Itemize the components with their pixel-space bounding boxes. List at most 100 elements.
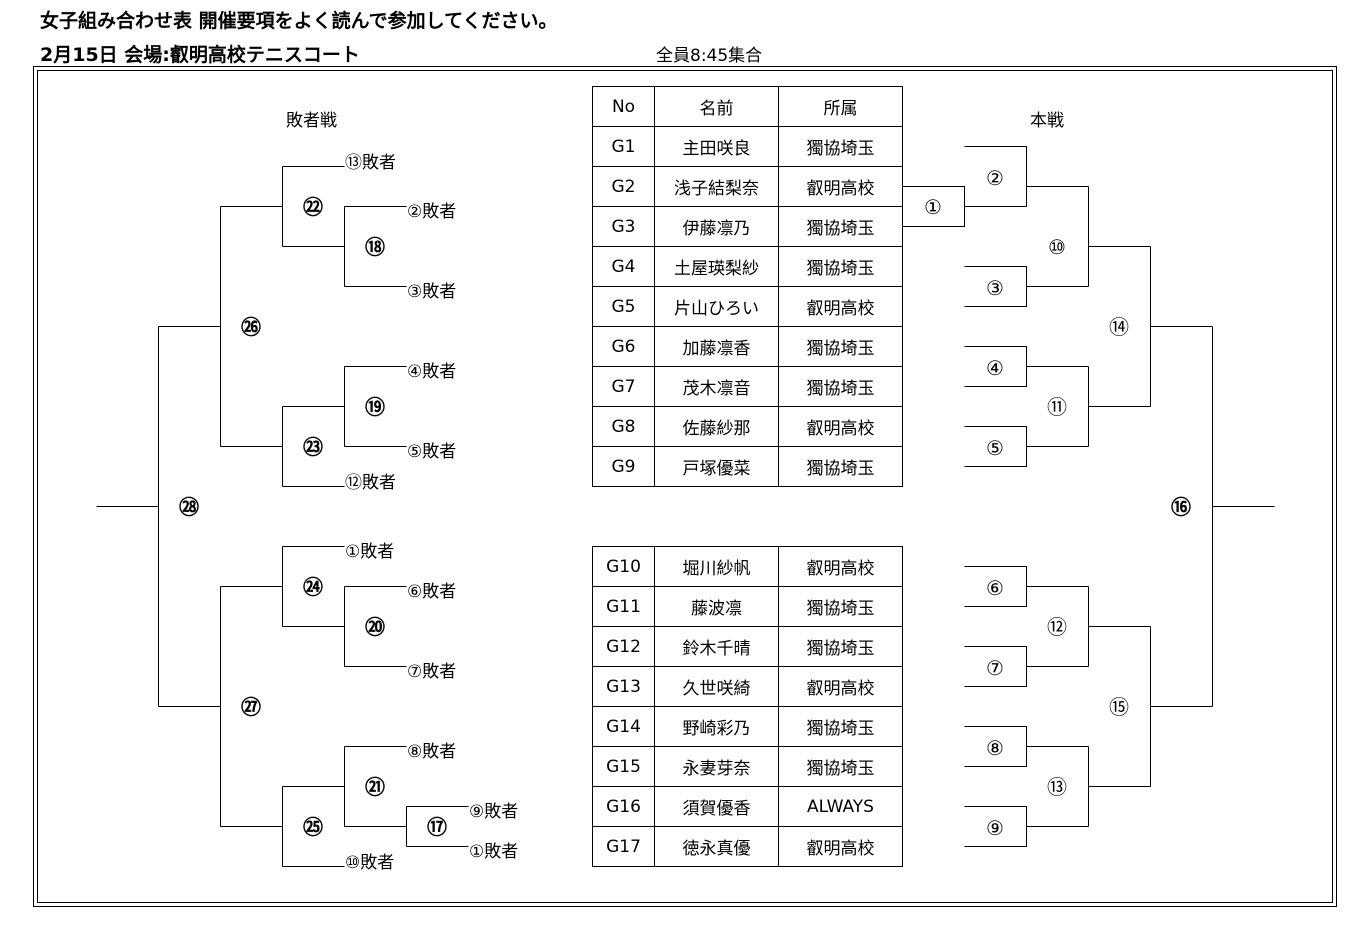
header-no: No	[592, 86, 655, 127]
match-number: ⑳	[365, 615, 385, 639]
cell-no: G15	[592, 746, 655, 787]
cell-name: 伊藤凛乃	[654, 206, 779, 247]
cell-no: G4	[592, 246, 655, 287]
cell-name: 永妻芽奈	[654, 746, 779, 787]
cell-team: ALWAYS	[778, 786, 903, 827]
match-number: ㉖	[241, 315, 261, 339]
cell-no: G8	[592, 406, 655, 447]
cell-name: 徳永真優	[654, 826, 779, 867]
match-number: ⑭	[1109, 315, 1129, 339]
cell-team: 獨協埼玉	[778, 446, 903, 487]
match-number: ⑪	[1047, 395, 1067, 419]
loser-label: ①敗者	[345, 542, 395, 562]
match-number: ⑫	[1047, 615, 1067, 639]
cell-team: 叡明高校	[778, 286, 903, 327]
match-number: ㉕	[303, 815, 323, 839]
match-number: ⑯	[1171, 495, 1191, 519]
match-number: ⑥	[986, 576, 1004, 600]
match-number: ㉑	[365, 775, 385, 799]
cell-no: G2	[592, 166, 655, 207]
table-header-row: No 名前 所属	[592, 86, 903, 127]
cell-name: 戸塚優菜	[654, 446, 779, 487]
cell-no: G3	[592, 206, 655, 247]
match-number: ㉓	[303, 435, 323, 459]
cell-name: 鈴木千晴	[654, 626, 779, 667]
match-number: ⑰	[427, 815, 447, 839]
loser-label: ⑨敗者	[469, 802, 519, 822]
cell-name: 片山ひろい	[654, 286, 779, 327]
cell-team: 獨協埼玉	[778, 246, 903, 287]
match-number: ㉔	[303, 575, 323, 599]
cell-team: 叡明高校	[778, 666, 903, 707]
header-team: 所属	[778, 86, 903, 127]
cell-team: 叡明高校	[778, 826, 903, 867]
main-draw-label: 本戦	[1030, 111, 1064, 131]
cell-name: 野崎彩乃	[654, 706, 779, 747]
loser-label: ⑤敗者	[407, 442, 457, 462]
loser-label: ⑧敗者	[407, 742, 457, 762]
match-number: ⑤	[986, 436, 1004, 460]
cell-name: 佐藤紗那	[654, 406, 779, 447]
cell-team: 獨協埼玉	[778, 746, 903, 787]
cell-name: 主田咲良	[654, 126, 779, 167]
loser-label: ⑬敗者	[345, 153, 396, 173]
cell-name: 堀川紗帆	[654, 546, 779, 587]
match-number: ⑮	[1109, 695, 1129, 719]
match-number: ⑧	[986, 736, 1004, 760]
match-number: ⑨	[986, 816, 1004, 840]
cell-name: 浅子結梨奈	[654, 166, 779, 207]
cell-name: 茂木凛音	[654, 366, 779, 407]
date-venue: 2月15日 会場:叡明高校テニスコート	[40, 44, 360, 66]
cell-team: 獨協埼玉	[778, 626, 903, 667]
loser-label: ①敗者	[469, 842, 519, 862]
match-number: ㉘	[179, 495, 199, 519]
loser-label: ⑩敗者	[345, 853, 395, 873]
loser-label: ②敗者	[407, 202, 457, 222]
cell-no: G6	[592, 326, 655, 367]
cell-no: G10	[592, 546, 655, 587]
match-number: ⑦	[986, 656, 1004, 680]
frame-inner	[37, 70, 1333, 903]
cell-team: 獨協埼玉	[778, 366, 903, 407]
page-title: 女子組み合わせ表 開催要項をよく読んで参加してください。	[40, 10, 558, 32]
match-number: ②	[986, 166, 1004, 190]
loser-label: ④敗者	[407, 362, 457, 382]
match-number: ⑲	[365, 395, 385, 419]
match-number: ㉒	[303, 195, 323, 219]
cell-team: 獨協埼玉	[778, 126, 903, 167]
cell-no: G12	[592, 626, 655, 667]
cell-team: 獨協埼玉	[778, 326, 903, 367]
match-number: ⑬	[1047, 775, 1067, 799]
meeting-time: 全員8:45集合	[656, 46, 763, 66]
cell-team: 叡明高校	[778, 166, 903, 207]
cell-no: G13	[592, 666, 655, 707]
cell-no: G14	[592, 706, 655, 747]
cell-no: G9	[592, 446, 655, 487]
consolation-label: 敗者戦	[286, 111, 337, 131]
cell-no: G11	[592, 586, 655, 627]
match-number: ㉗	[241, 695, 261, 719]
cell-name: 加藤凛香	[654, 326, 779, 367]
cell-team: 獨協埼玉	[778, 706, 903, 747]
match-number: ⑱	[365, 235, 385, 259]
header-name: 名前	[654, 86, 779, 127]
match-number: ①	[924, 195, 942, 219]
match-number: ④	[986, 356, 1004, 380]
cell-team: 叡明高校	[778, 546, 903, 587]
